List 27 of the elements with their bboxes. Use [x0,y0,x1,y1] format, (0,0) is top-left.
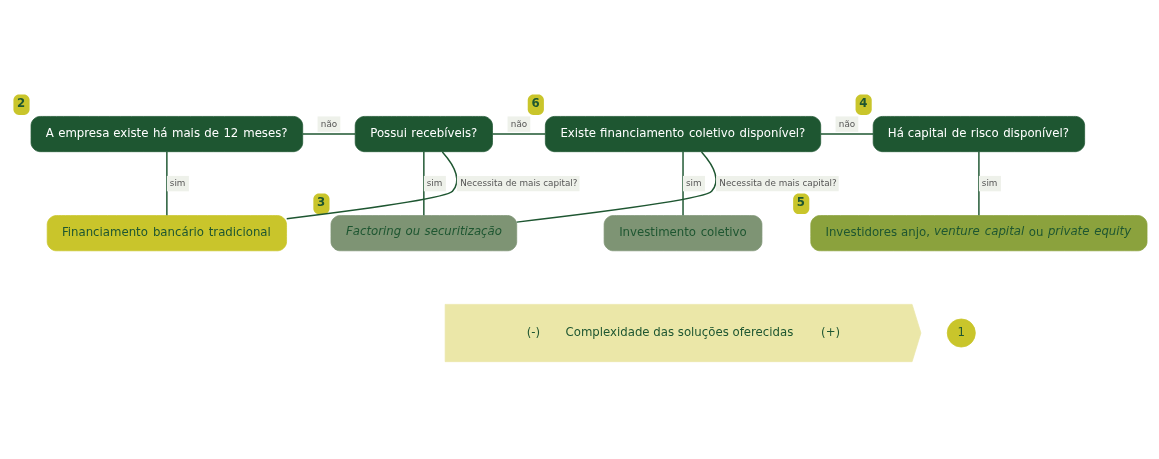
node-label: 5 [796,194,805,209]
node-box: Possui recebíveis? [354,116,493,153]
edge-label: sim [169,178,186,189]
connector [166,151,168,217]
edge-label: sim [426,178,443,189]
node-box: Financiamento bancário tradicional [46,215,287,252]
connector [978,151,980,217]
edge-label: Necessita de mais capital? [719,178,837,189]
connector [516,151,717,223]
connector [286,151,458,220]
connector [682,151,684,217]
node-label: 1 [957,324,966,339]
connector [302,133,356,135]
edge-label: Necessita de mais capital? [460,178,578,189]
connector [820,133,874,135]
edge-label: sim [981,178,998,189]
node-label: 3 [317,194,326,209]
node-label: 4 [859,95,868,110]
node-label: 6 [531,95,540,110]
connector [423,151,425,217]
edge-label: não [838,118,856,129]
edge-label: não [320,118,338,129]
node-label: 2 [17,95,26,110]
connector [491,133,546,135]
node-box: Investimento coletivo [603,215,763,252]
edge-label: não [510,118,528,129]
edge-label: sim [685,178,702,189]
